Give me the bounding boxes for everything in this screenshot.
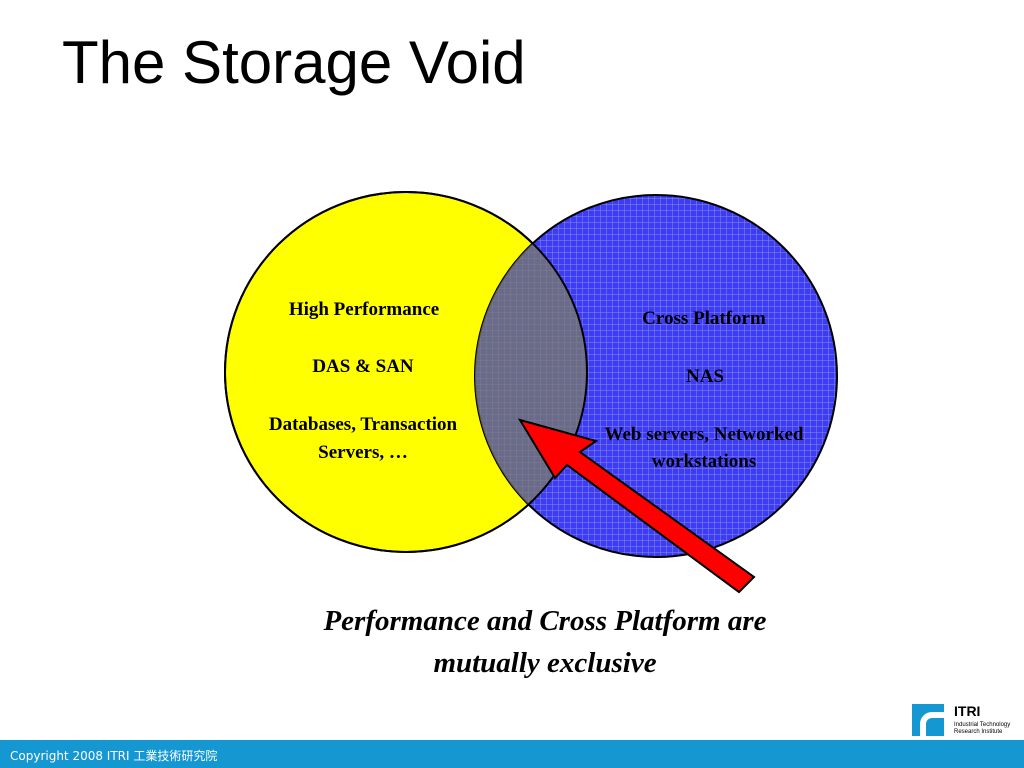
left-examples-line1: Databases, Transaction [269, 414, 458, 435]
caption: Performance and Cross Platform are mutua… [240, 600, 850, 684]
right-category: NAS [686, 366, 724, 387]
slide-title: The Storage Void [62, 29, 526, 96]
itri-logo: ITRI Industrial Technology Research Inst… [912, 703, 1022, 739]
left-category: DAS & SAN [312, 356, 414, 377]
venn-diagram: High Performance DAS & SAN Databases, Tr… [224, 191, 838, 594]
logo-subtitle-line2: Research Institute [954, 729, 1003, 735]
right-examples-line1: Web servers, Networked [605, 424, 804, 445]
itri-logo-mark [912, 704, 944, 736]
right-heading: Cross Platform [642, 308, 766, 329]
caption-line1: Performance and Cross Platform are [323, 605, 767, 637]
logo-subtitle-line1: Industrial Technology [954, 722, 1011, 728]
logo-name: ITRI [954, 703, 981, 719]
footer-bar: Copyright 2008 ITRI 工業技術研究院 [0, 740, 1024, 768]
logo-subtitle: Industrial Technology Research Institute [954, 722, 1010, 736]
right-examples-line2: workstations [652, 451, 757, 472]
left-examples-line2: Servers, … [318, 442, 408, 463]
footer-copyright: Copyright 2008 ITRI 工業技術研究院 [10, 749, 218, 763]
left-circle-outline [224, 191, 588, 553]
caption-line2: mutually exclusive [433, 647, 657, 679]
left-heading: High Performance [289, 299, 439, 320]
red-arrow [517, 418, 756, 594]
